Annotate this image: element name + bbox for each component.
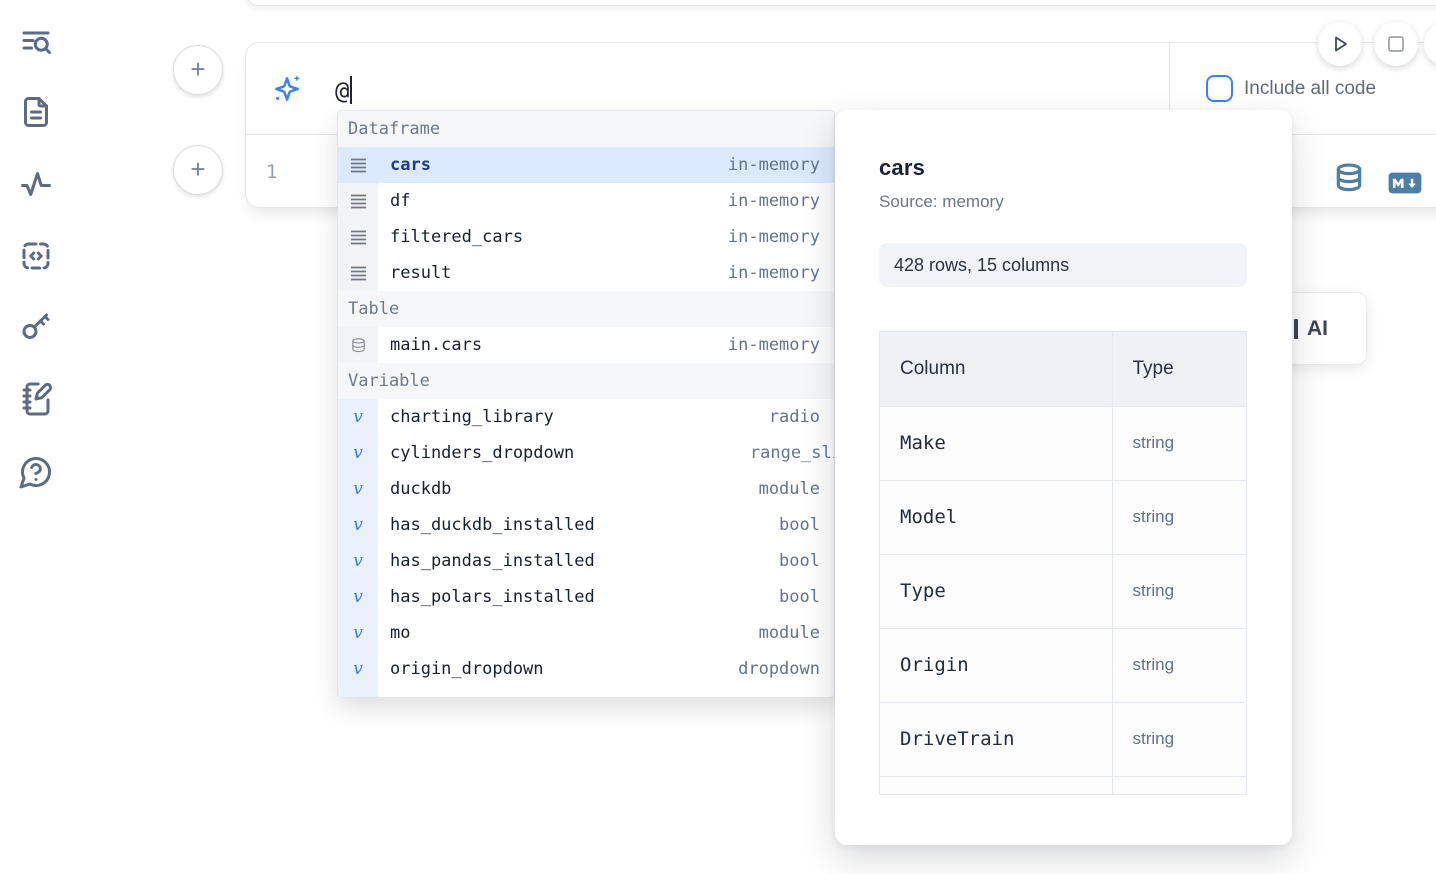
variable-icon: v (338, 399, 378, 435)
variable-icon: v (338, 615, 378, 651)
list-item-mo[interactable]: v mo module (338, 615, 834, 651)
table-row: Make string (880, 405, 1246, 480)
variable-icon: v (338, 651, 378, 687)
stop-button[interactable] (1374, 22, 1418, 66)
list-item-result[interactable]: result in-memory (338, 255, 834, 291)
dataframe-icon (338, 183, 378, 219)
list-item-has-pandas-installed[interactable]: v has_pandas_installed bool (338, 543, 834, 579)
add-cell-above-button[interactable]: + (173, 45, 223, 95)
list-item-cylinders-dropdown[interactable]: v cylinders_dropdown range_sli (338, 435, 834, 471)
list-item-has-polars-installed[interactable]: v has_polars_installed bool (338, 579, 834, 615)
list-item-main-cars[interactable]: main.cars in-memory (338, 327, 834, 363)
dataframe-icon (338, 255, 378, 291)
previous-cell-fragment (245, 0, 1436, 6)
list-item-origin-dropdown[interactable]: v origin_dropdown dropdown (338, 651, 834, 687)
table-row: Type string (880, 553, 1246, 628)
include-all-code-checkbox[interactable]: Include all code (1206, 75, 1376, 102)
section-header-dataframe: Dataframe (338, 111, 834, 147)
list-item-duckdb[interactable]: v duckdb module (338, 471, 834, 507)
line-number: 1 (266, 160, 278, 183)
play-icon (1335, 36, 1347, 52)
stop-icon (1388, 36, 1404, 52)
ai-prompt-input[interactable]: @ (335, 76, 353, 105)
clipped-letter (1294, 318, 1298, 339)
shape-badge: 428 rows, 15 columns (879, 243, 1247, 287)
dataframe-icon (338, 219, 378, 255)
section-header-table: Table (338, 291, 834, 327)
completion-preview-panel: cars Source: memory 428 rows, 15 columns… (835, 110, 1292, 845)
autocomplete-dropdown: Dataframe cars in-memory df in-memory fi… (337, 110, 835, 698)
divider (1169, 43, 1170, 134)
table-row: Model string (880, 479, 1246, 554)
section-header-variable: Variable (338, 363, 834, 399)
list-item-charting-library[interactable]: v charting_library radio (338, 399, 834, 435)
list-item-has-duckdb-installed[interactable]: v has_duckdb_installed bool (338, 507, 834, 543)
markdown-icon[interactable] (1388, 167, 1422, 199)
checkbox-box[interactable] (1206, 75, 1233, 102)
list-item-pd[interactable]: v pd module (338, 687, 834, 697)
database-icon[interactable] (1332, 162, 1366, 194)
table-database-icon (338, 327, 378, 363)
sparkles-icon (275, 75, 301, 101)
list-item-filtered-cars[interactable]: filtered_cars in-memory (338, 219, 834, 255)
column-header: Column (880, 332, 1113, 406)
extra-run-control-button[interactable] (1424, 22, 1436, 66)
file-text-icon[interactable] (16, 92, 56, 132)
run-cell-button[interactable] (1318, 22, 1362, 66)
activity-icon[interactable] (16, 164, 56, 204)
table-row: DriveTrain string (880, 701, 1246, 776)
text-caret (350, 76, 353, 104)
preview-title: cars (879, 155, 926, 180)
variable-icon: v (338, 507, 378, 543)
table-row-clipped (880, 775, 1246, 794)
add-cell-below-button[interactable]: + (173, 145, 223, 195)
dataframe-icon (338, 147, 378, 183)
list-item-cars[interactable]: cars in-memory (338, 147, 834, 183)
list-item-df[interactable]: df in-memory (338, 183, 834, 219)
table-row: Origin string (880, 627, 1246, 702)
code-snippet-icon[interactable] (16, 236, 56, 276)
variable-icon: v (338, 435, 378, 471)
preview-source: Source: memory (879, 192, 1004, 211)
table-header-row: Column Type (880, 332, 1246, 406)
ai-prompt-row: @ Include all code (246, 43, 1436, 134)
checkbox-label: Include all code (1244, 77, 1377, 99)
variable-icon: v (338, 687, 378, 697)
key-icon[interactable] (16, 307, 56, 347)
schema-table: Column Type Make string Model string Typ… (879, 331, 1247, 795)
help-icon[interactable] (16, 452, 56, 492)
list-search-icon[interactable] (16, 22, 56, 62)
type-header: Type (1112, 332, 1246, 406)
variable-icon: v (338, 579, 378, 615)
variable-icon: v (338, 471, 378, 507)
notebook-pen-icon[interactable] (16, 379, 56, 419)
variable-icon: v (338, 543, 378, 579)
